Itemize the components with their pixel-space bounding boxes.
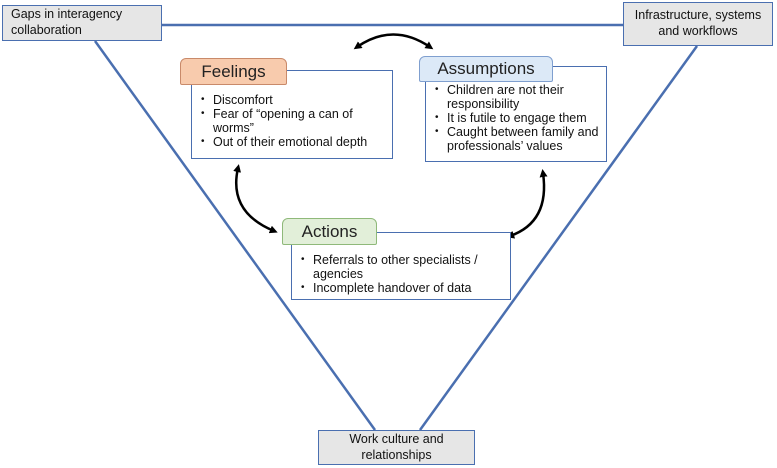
list-item: Out of their emotional depth [201, 135, 388, 149]
assumptions-title: Assumptions [419, 56, 553, 82]
list-item: Referrals to other specialists / agencie… [301, 253, 506, 281]
arrow-feelings-assumptions [353, 33, 434, 50]
triangle-left-edge [93, 40, 377, 431]
list-item: Caught between family and professionals’… [435, 125, 602, 153]
list-item: It is futile to engage them [435, 111, 602, 125]
arrow-feelings-actions [233, 164, 278, 234]
feelings-title: Feelings [180, 58, 287, 85]
assumptions-box: Children are not their responsibility It… [425, 66, 607, 162]
triangle-right-edge [418, 45, 699, 431]
list-item: Discomfort [201, 93, 388, 107]
actions-box: Referrals to other specialists / agencie… [291, 232, 511, 300]
actions-list: Referrals to other specialists / agencie… [292, 233, 510, 295]
actions-title: Actions [282, 218, 377, 245]
assumptions-list: Children are not their responsibility It… [426, 67, 606, 153]
corner-text-work-culture: Work culture and relationships [349, 431, 444, 462]
corner-label-interagency: Gaps in interagency collaboration [2, 5, 162, 41]
corner-label-infrastructure: Infrastructure, systems and workflows [623, 2, 773, 46]
feelings-list: Discomfort Fear of “opening a can of wor… [192, 71, 392, 149]
corner-label-work-culture: Work culture and relationships [318, 430, 475, 465]
list-item: Children are not their responsibility [435, 83, 602, 111]
list-item: Incomplete handover of data [301, 281, 506, 295]
arrow-assumptions-actions [506, 169, 548, 239]
corner-text-infrastructure: Infrastructure, systems and workflows [634, 8, 762, 38]
list-item: Fear of “opening a can of worms” [201, 107, 388, 135]
corner-text-interagency: Gaps in interagency collaboration [11, 7, 123, 37]
